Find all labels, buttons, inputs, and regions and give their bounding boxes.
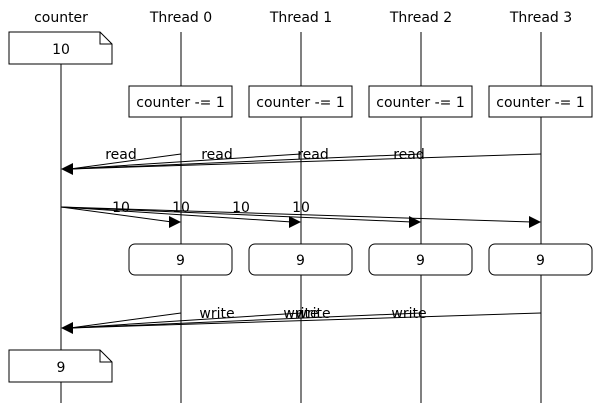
read-arrow-thread-2: [69, 153, 422, 170]
read-label-thread-3: read: [393, 147, 425, 163]
result-box-thread-2: 9: [368, 243, 473, 276]
result-value: 9: [416, 253, 425, 269]
result-value: 9: [296, 253, 305, 269]
read-label-thread-0: read: [105, 147, 137, 163]
value-arrow-thread-1: [60, 206, 293, 223]
write-arrow-thread-2: [69, 312, 422, 329]
value-label-thread-1: 10: [172, 200, 190, 216]
value-label-thread-2: 10: [232, 200, 250, 216]
value-arrowhead-thread-0: [169, 216, 181, 228]
read-label-thread-1: read: [201, 147, 233, 163]
value-label-thread-0: 10: [112, 200, 130, 216]
action-label: counter -= 1: [256, 95, 344, 111]
read-arrowhead: [61, 163, 73, 175]
note-initial: 10: [8, 31, 113, 65]
result-box-thread-1: 9: [248, 243, 353, 276]
value-arrow-thread-3: [60, 206, 533, 223]
note-final: 9: [8, 349, 113, 383]
write-arrowhead: [61, 322, 73, 334]
participant-thread-0: Thread 0: [149, 10, 212, 26]
write-arrow-thread-1: [69, 312, 302, 329]
participant-thread-2: Thread 2: [389, 10, 452, 26]
action-box-thread-1: counter -= 1: [248, 85, 353, 118]
write-arrow-thread-3: [69, 312, 542, 329]
write-label-thread-0: write: [199, 306, 234, 322]
note-initial-value: 10: [52, 42, 70, 58]
result-box-thread-3: 9: [488, 243, 593, 276]
write-label-thread-1: write: [283, 306, 318, 322]
note-final-value: 9: [57, 360, 66, 376]
value-label-thread-3: 10: [292, 200, 310, 216]
participant-counter: counter: [34, 10, 88, 26]
value-arrowhead-thread-2: [409, 216, 421, 228]
value-arrow-thread-2: [60, 206, 413, 223]
write-label-thread-2: write: [295, 306, 330, 322]
result-box-thread-0: 9: [128, 243, 233, 276]
action-label: counter -= 1: [136, 95, 224, 111]
value-arrowhead-thread-3: [529, 216, 541, 228]
write-label-thread-3: write: [391, 306, 426, 322]
value-arrowhead-thread-1: [289, 216, 301, 228]
read-arrow-thread-1: [69, 153, 302, 170]
result-value: 9: [536, 253, 545, 269]
read-label-thread-2: read: [297, 147, 329, 163]
value-arrow-thread-0: [60, 206, 173, 223]
result-value: 9: [176, 253, 185, 269]
action-box-thread-3: counter -= 1: [488, 85, 593, 118]
action-label: counter -= 1: [496, 95, 584, 111]
action-box-thread-2: counter -= 1: [368, 85, 473, 118]
write-arrow-thread-0: [69, 312, 182, 329]
action-label: counter -= 1: [376, 95, 464, 111]
participant-thread-1: Thread 1: [269, 10, 332, 26]
read-arrow-thread-0: [69, 153, 182, 170]
action-box-thread-0: counter -= 1: [128, 85, 233, 118]
participant-thread-3: Thread 3: [509, 10, 572, 26]
read-arrow-thread-3: [69, 153, 542, 170]
